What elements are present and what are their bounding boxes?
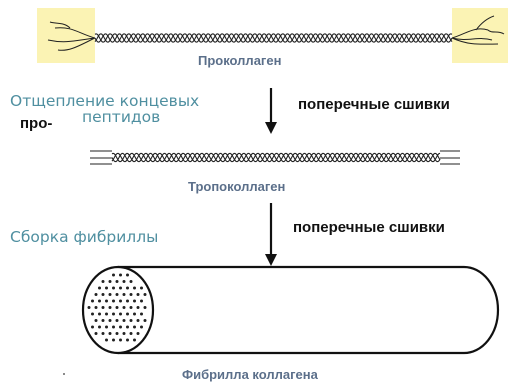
arrow-2 [265,203,277,266]
fibril-dot [116,280,119,283]
fibril-dot [98,326,101,329]
fibril-dot [112,274,115,277]
fibril-dot [123,293,126,296]
fibril-dot [119,326,122,329]
fibril-dot [109,280,112,283]
fibril-dot [116,306,119,309]
fibril-dot [116,293,119,296]
fibril-dot [144,319,147,322]
fibril-dot [130,319,133,322]
fibril-dot [109,293,112,296]
fibril-dot [126,326,129,329]
fibril-dot [130,293,133,296]
arrow-1 [265,88,277,134]
fibril-dot [91,313,94,316]
fibril-dot [105,287,108,290]
stray-dot [63,373,65,375]
fibril-dot [102,319,105,322]
fibril-dot [119,287,122,290]
fibril-dot [116,319,119,322]
fibril-dot [144,293,147,296]
fibril-dot [112,339,115,342]
fibril-dot [119,300,122,303]
fibril-dot [133,300,136,303]
fibril-dot [102,293,105,296]
fibril-dot [133,339,136,342]
fibril-dot [133,326,136,329]
fibril-dot [119,313,122,316]
fibril-dot [112,326,115,329]
fibril-dot [130,332,133,335]
collagen-fibril [83,267,498,353]
fibril-dot [137,293,140,296]
fibril-dot [88,306,91,309]
fibril-dot [130,306,133,309]
fibril-dot [105,313,108,316]
fibril-dot [105,300,108,303]
fibril-dot [116,332,119,335]
fibril-dot [95,332,98,335]
procollagen-helix [48,16,504,50]
fibril-dot [119,339,122,342]
fibril-dot [137,306,140,309]
fibril-dot [105,326,108,329]
fibril-dot [133,287,136,290]
crosslinks-label-2: поперечные сшивки [293,219,445,236]
fibril-dot [91,326,94,329]
fibril-dot [98,313,101,316]
fibril-dot [95,319,98,322]
fibril-dot [102,332,105,335]
fibril-dot [95,306,98,309]
fibril-dot [140,287,143,290]
pro-prefix-label: про- [20,115,52,132]
fibril-dot [123,332,126,335]
fibril-dot [112,300,115,303]
fibril-dot [137,332,140,335]
fibril-dot [109,306,112,309]
fibril-dot [112,313,115,316]
fibril-dot [137,319,140,322]
fibril-dot [102,306,105,309]
fibril-dot [140,313,143,316]
tropocollagen-right-ends [440,151,460,164]
fibril-dot [130,280,133,283]
fibril-dot [105,339,108,342]
fibril-dot [123,306,126,309]
fibril-dot [133,313,136,316]
fibril-cross-section [83,267,153,353]
tropocollagen-helix [90,151,460,164]
fibril-dot [98,300,101,303]
fibril-dot [140,300,143,303]
fibril-dot [123,280,126,283]
cleavage-label-line2: пептидов [82,108,160,126]
crosslinks-label-1: поперечные сшивки [298,96,450,113]
fibril-dot [126,287,129,290]
fibril-dot [126,274,129,277]
fibril-dot [126,339,129,342]
fibril-label: Фибрилла коллагена [182,367,318,382]
fibril-dot [109,332,112,335]
tropocollagen-left-ends [90,151,112,164]
fibril-dot [91,300,94,303]
fibril-dot [126,313,129,316]
fibril-body [118,267,498,353]
fibril-assembly-label: Сборка фибриллы [10,228,158,246]
fibril-dot [144,306,147,309]
fibril-dot [140,326,143,329]
fibril-dot [119,274,122,277]
fibril-dot [112,287,115,290]
tropocollagen-label: Тропоколлаген [188,179,285,194]
fibril-dot [123,319,126,322]
fibril-dot [98,287,101,290]
fibril-dot [126,300,129,303]
fibril-dot [109,319,112,322]
procollagen-label: Проколлаген [198,53,281,68]
fibril-dot [95,293,98,296]
fibril-dot [102,280,105,283]
